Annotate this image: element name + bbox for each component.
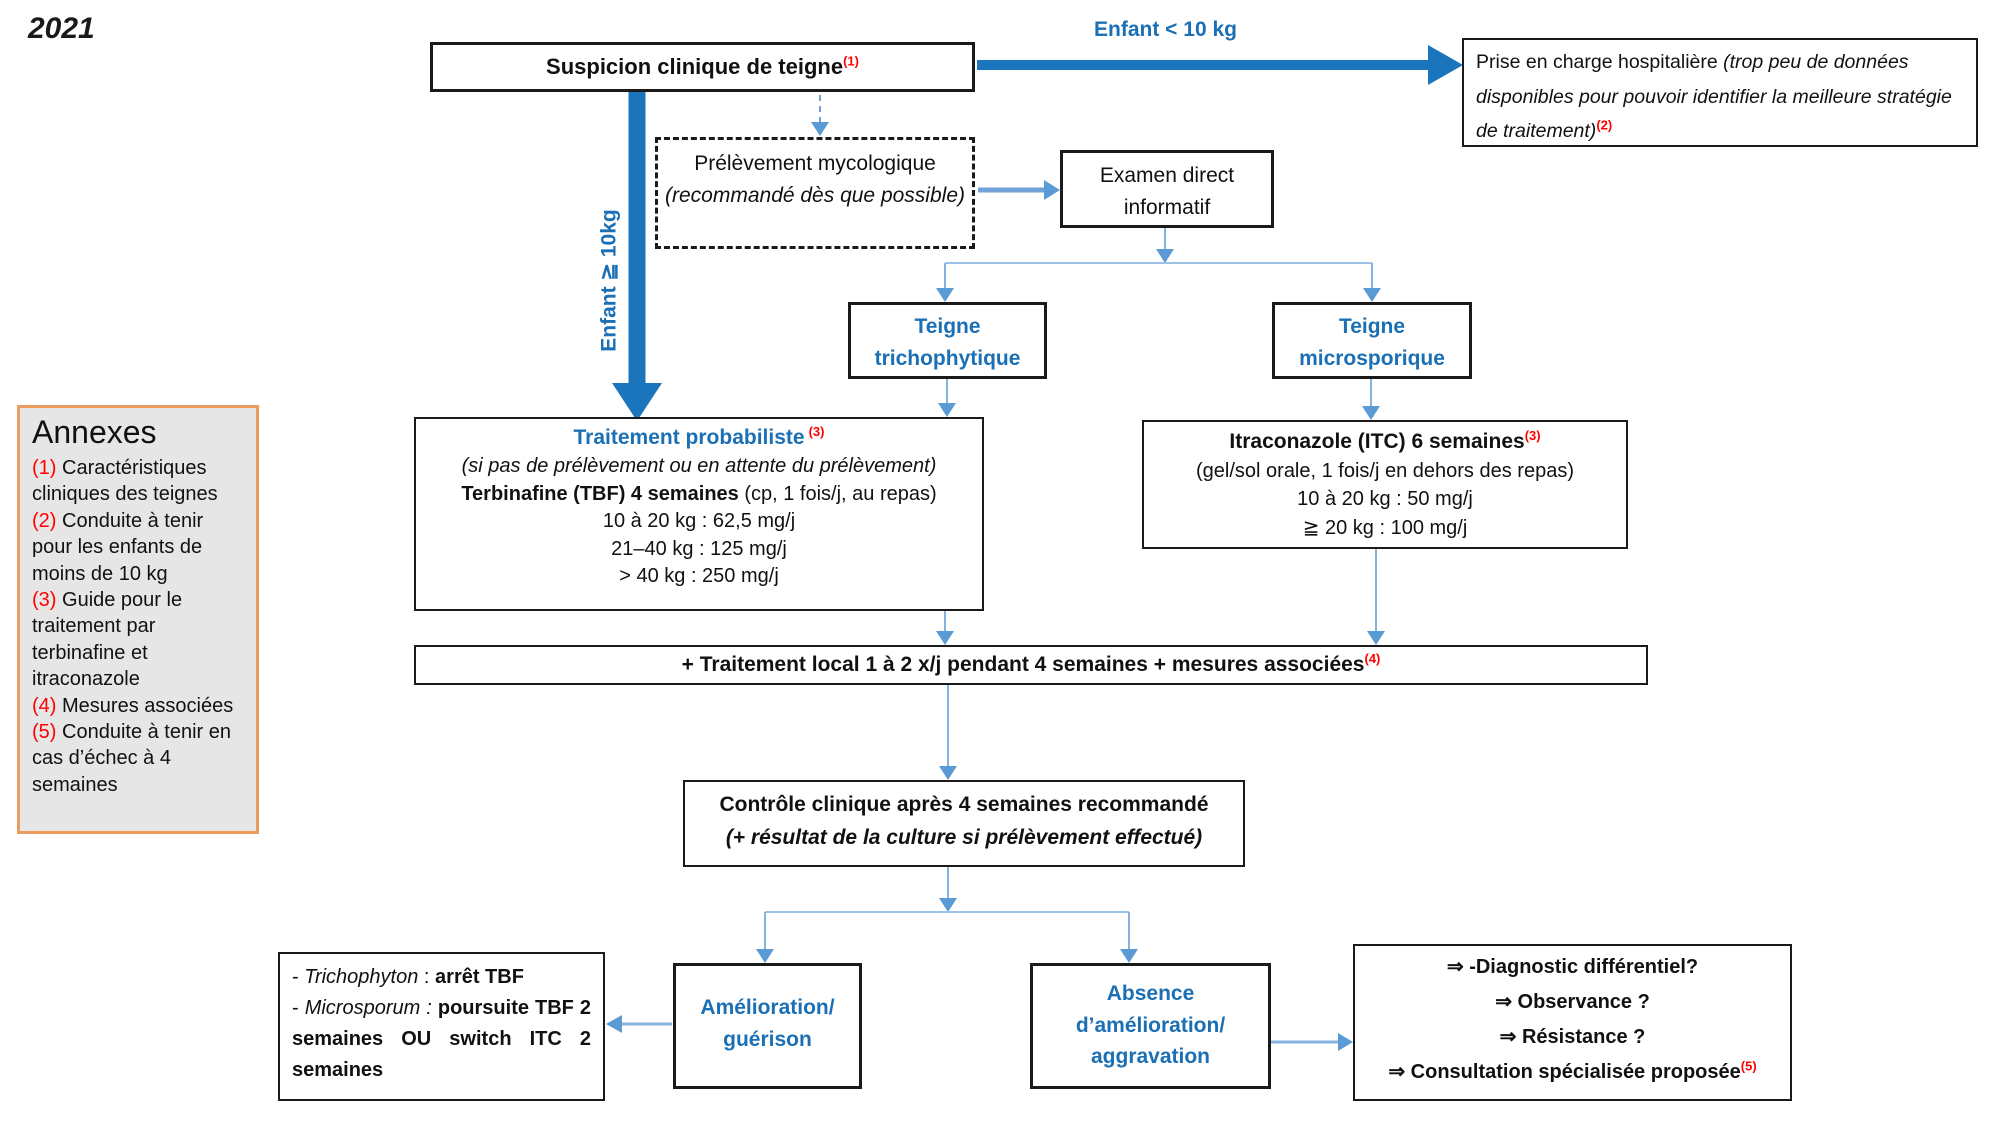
bullet: - — [292, 997, 305, 1019]
annexes-panel: Annexes (1) Caractéristiques cliniques d… — [17, 405, 259, 834]
suivi-item2-name: Microsporum — [304, 997, 421, 1019]
itraconazole-dose2: ≧ 20 kg : 100 mg/j — [1302, 516, 1468, 539]
amelioration-line2: guérison — [723, 1027, 812, 1051]
hospital-text: Prise en charge hospitalière — [1476, 51, 1724, 73]
double-arrow-icon: ⇒ — [1446, 956, 1464, 978]
probabiliste-dose1: 10 à 20 kg : 62,5 mg/j — [602, 510, 796, 533]
node-absence-amelioration: Absence d’amélioration/ aggravation — [1030, 963, 1271, 1089]
arrow-controle-split — [756, 867, 1138, 963]
prelevement-line1: Prélèvement mycologique — [694, 152, 936, 175]
arrow-amelioration-suivi — [606, 1015, 672, 1033]
traitement-local-text: + Traitement local 1 à 2 x/j pendant 4 s… — [681, 653, 1365, 676]
trichophytique-line1: Teigne — [914, 315, 981, 338]
double-arrow-icon: ⇒ — [1388, 1061, 1406, 1083]
arrow-enfant-moins-10kg — [977, 45, 1463, 85]
echec-line2: ⇒ Observance ? — [1495, 991, 1650, 1013]
echec-line3: ⇒ Résistance ? — [1499, 1026, 1646, 1048]
separator: : — [418, 966, 436, 988]
note-ref-5: (5) — [1740, 1058, 1757, 1074]
trichophytique-line2: trichophytique — [874, 346, 1021, 370]
node-prelevement-mycologique: Prélèvement mycologique (recommandé dès … — [655, 137, 975, 249]
suivi-item-microsporum: - Microsporum : poursuite TBF 2 semaines… — [292, 993, 591, 1086]
annexes-title: Annexes — [32, 414, 157, 450]
suivi-item1-action: arrêt TBF — [435, 966, 524, 988]
arrow-dashed-suspicion-prelevement — [811, 95, 829, 136]
microsporique-line1: Teigne — [1338, 315, 1406, 338]
node-teigne-trichophytique: Teigne trichophytique — [848, 302, 1047, 379]
node-controle-clinique: Contrôle clinique après 4 semaines recom… — [683, 780, 1245, 867]
prelevement-line2: (recommandé dès que possible) — [665, 183, 965, 207]
arrow-absence-echec — [1271, 1033, 1353, 1051]
absence-line1: Absence — [1106, 982, 1195, 1005]
bullet: - — [292, 966, 305, 988]
double-arrow-icon: ⇒ — [1495, 991, 1512, 1013]
suivi-item1-name: Trichophyton — [304, 966, 419, 988]
year-label: 2021 — [28, 12, 95, 45]
examen-line1: Examen direct — [1099, 164, 1235, 187]
echec-line4: ⇒ Consultation spécialisée proposée(5) — [1388, 1058, 1757, 1083]
echec-line1: ⇒ -Diagnostic différentiel? — [1446, 956, 1699, 978]
note-ref-1: (1) — [843, 53, 859, 69]
itraconazole-subtitle: (gel/sol orale, 1 fois/j en dehors des r… — [1196, 459, 1574, 482]
note-ref-3b: (3) — [1524, 428, 1541, 443]
node-suspicion: Suspicion clinique de teigne(1) — [430, 42, 975, 92]
arrow-examen-split — [936, 228, 1381, 302]
node-traitement-probabiliste: Traitement probabiliste(3) (si pas de pr… — [414, 417, 984, 611]
node-suivi-tbf: - Trichophyton : arrêt TBF - Microsporum… — [278, 952, 605, 1101]
annex-item-1: (1) Caractéristiques cliniques des teign… — [32, 457, 218, 506]
annex-item-5: (5) Conduite à tenir en cas d’échec à 4 … — [32, 720, 232, 796]
node-examen-direct: Examen direct informatif — [1060, 150, 1274, 228]
node-itraconazole: Itraconazole (ITC) 6 semaines(3) (gel/so… — [1142, 420, 1628, 549]
arrow-prelevement-examen — [978, 180, 1060, 200]
arrow-trichophytique-probabiliste — [938, 379, 956, 417]
arrow-microsporique-itraconazole — [1362, 379, 1380, 420]
node-prise-en-charge-hospitaliere: Prise en charge hospitalière (trop peu d… — [1462, 38, 1978, 147]
suivi-item-trichophyton: - Trichophyton : arrêt TBF — [292, 962, 591, 993]
annex-item-3: (3) Guide pour le traitement par terbina… — [32, 588, 183, 691]
arrow-probabiliste-local — [936, 611, 954, 645]
node-echec-4-semaines: ⇒ -Diagnostic différentiel? ⇒ Observance… — [1353, 944, 1792, 1101]
probabiliste-drug: Terbinafine (TBF) 4 semaines — [461, 482, 739, 505]
arrow-enfant-plus-10kg — [612, 92, 662, 421]
branch-label-enfant-moins-10kg: Enfant < 10 kg — [1094, 18, 1237, 41]
absence-line3: aggravation — [1090, 1045, 1211, 1068]
microsporique-line2: microsporique — [1299, 346, 1445, 370]
note-ref-4: (4) — [1364, 651, 1381, 666]
node-amelioration: Amélioration/ guérison — [673, 963, 862, 1089]
itraconazole-title: Itraconazole (ITC) 6 semaines — [1229, 430, 1525, 453]
hospital-italic-note: (trop peu de données disponibles pour po… — [1476, 51, 1952, 143]
node-traitement-local: + Traitement local 1 à 2 x/j pendant 4 s… — [414, 645, 1648, 685]
branch-label-enfant-plus-10kg: Enfant ≧ 10kg — [597, 209, 621, 352]
amelioration-line1: Amélioration/ — [700, 996, 835, 1019]
suspicion-text: Suspicion clinique de teigne — [546, 54, 844, 79]
note-ref-2: (2) — [1596, 117, 1613, 133]
arrow-itraconazole-local — [1367, 549, 1385, 645]
controle-line2: (+ résultat de la culture si prélèvement… — [725, 825, 1203, 849]
examen-line2: informatif — [1123, 195, 1211, 219]
probabiliste-drug-detail: (cp, 1 fois/j, au repas) — [738, 482, 937, 505]
arrow-local-controle — [939, 684, 957, 780]
probabiliste-title: Traitement probabiliste — [573, 426, 805, 449]
note-ref-3a: (3) — [808, 424, 825, 439]
node-teigne-microsporique: Teigne microsporique — [1272, 302, 1472, 379]
annex-item-2: (2) Conduite à tenir pour les enfants de… — [32, 509, 204, 585]
probabiliste-dose2: 21–40 kg : 125 mg/j — [611, 537, 787, 560]
annex-item-4: (4) Mesures associées — [32, 694, 234, 717]
probabiliste-subtitle: (si pas de prélèvement ou en attente du … — [461, 454, 937, 477]
suivi-item2-action: poursuite TBF 2 semaines OU switch ITC 2… — [292, 997, 592, 1081]
probabiliste-dose3: > 40 kg : 250 mg/j — [619, 565, 779, 588]
separator: : — [420, 997, 438, 1019]
controle-line1: Contrôle clinique après 4 semaines recom… — [719, 793, 1209, 816]
itraconazole-dose1: 10 à 20 kg : 50 mg/j — [1297, 488, 1473, 511]
absence-line2: d’amélioration/ — [1075, 1013, 1226, 1037]
double-arrow-icon: ⇒ — [1499, 1026, 1517, 1048]
